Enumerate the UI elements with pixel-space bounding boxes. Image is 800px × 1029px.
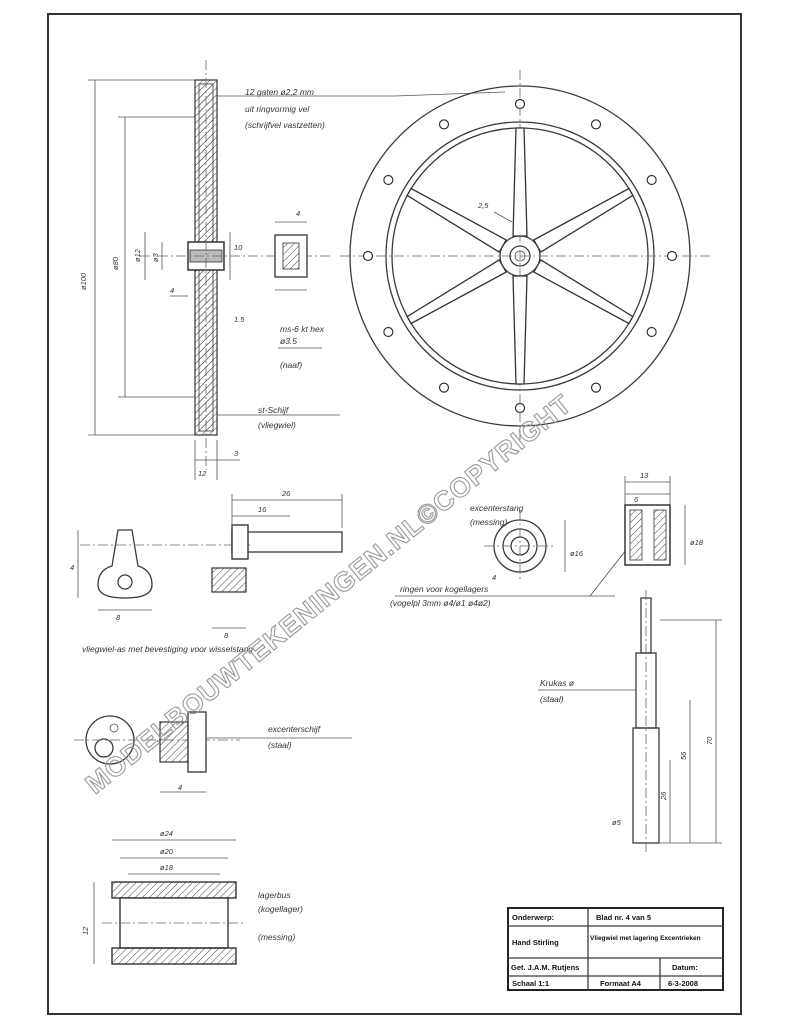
axle-detail: 70 56 26 ø5 Krukas ø (staal) <box>538 590 722 855</box>
rim-hole <box>590 119 602 130</box>
caption-crank: vliegwiel-as met bevestiging voor wissel… <box>82 644 253 654</box>
flywheel-section-view: ø100 ø80 ø12 ø3 4 10 1.5 12 3 <box>79 60 330 480</box>
title-block: Onderwerp: Blad nr. 4 van 5 Hand Stirlin… <box>507 907 724 991</box>
flywheel-spoke <box>512 127 528 237</box>
dim-bottom-b: 3 <box>234 449 239 458</box>
dim-bush-top: ø24 <box>160 829 173 838</box>
dim-bottom-a: 12 <box>198 469 207 478</box>
dim-ring-a: 4 <box>492 573 496 582</box>
note-eccentric-rod: excenterstang <box>470 503 524 513</box>
flywheel-spoke <box>512 275 528 385</box>
dim-bore-b: ø3 <box>151 252 160 262</box>
note-bearing: lagerbus <box>258 890 291 900</box>
note-axle-label: Krukas ø <box>540 678 574 688</box>
note-hub-type: (naaf) <box>280 360 302 370</box>
tb-r4-mid: Formaat A4 <box>600 979 642 988</box>
note-hub-bore: ø3.5 <box>280 336 297 346</box>
dim-bush-mid: ø20 <box>160 847 174 856</box>
note-eccentric-ring-spec: (vogelpl 3mm ø4/ø1 ø4ø2) <box>390 598 491 608</box>
dim-bearing-h: ø18 <box>690 538 704 547</box>
dim-axle-dia: ø5 <box>612 818 622 827</box>
dim-disc: 4 <box>178 783 182 792</box>
note-rim-source: (schrijfvel vastzetten) <box>245 120 325 130</box>
note-rim-material: uit ringvormig vel <box>245 104 310 114</box>
note-axle-type: (staal) <box>540 694 564 704</box>
dim-ring-dia: ø16 <box>570 549 584 558</box>
tb-r1-value: Blad nr. 4 van 5 <box>596 913 651 922</box>
tb-r1-label: Onderwerp: <box>512 913 554 922</box>
note-eccentric-disc: excenterschijf <box>268 724 322 734</box>
ring-detail: ø16 4 excenterstang (messing) ringen voo… <box>390 503 631 608</box>
rim-hole <box>646 326 657 338</box>
dim-hub-w: 10 <box>234 243 243 252</box>
dim-bush-h: 12 <box>81 926 90 935</box>
dim-ecc-len: 26 <box>281 489 291 498</box>
dim-axle-low: 26 <box>659 791 668 801</box>
tb-r4-label: Schaal 1:1 <box>512 979 549 988</box>
rim-hole <box>362 250 374 262</box>
note-wheel-type: (vliegwiel) <box>258 420 296 430</box>
flywheel-front-view: 2,5 <box>340 70 710 440</box>
flywheel-spoke <box>532 259 634 325</box>
note-rim-holes: 12 gaten ø2,2 mm <box>245 87 314 97</box>
rim-hole <box>438 382 450 393</box>
tb-r2-value: Vliegwiel met lagering Excentrieken <box>590 935 701 942</box>
rim-hole <box>590 382 602 393</box>
hub-detail: 4 ms-6 kt hex ø3.5 (naaf) <box>274 209 325 370</box>
dim-ring-b: 6 <box>634 495 639 504</box>
note-eccentric-ring: ringen voor kogellagers <box>400 584 489 594</box>
dim-axle-len: 70 <box>705 736 714 745</box>
tb-r3-label: Get. J.A.M. Rutjens <box>511 963 579 972</box>
dim-inner-dia: ø80 <box>111 256 120 270</box>
eccentric-disc: 4 excenterschijf (staal) <box>74 711 352 793</box>
note-hub-material: ms-6 kt hex <box>280 324 325 334</box>
drawing-border <box>47 13 742 1015</box>
note-eccentric-disc-type: (staal) <box>268 740 292 750</box>
flywheel-spoke <box>406 259 508 325</box>
dim-bore-a: ø12 <box>133 248 142 262</box>
dim-rod-eye: 4 <box>70 563 74 572</box>
crank-assembly: 4 8 26 16 8 vliegwiel-as met bevestiging… <box>70 489 343 654</box>
rim-hole <box>666 250 678 262</box>
dim-hub-len: 4 <box>170 286 174 295</box>
flywheel-spoke <box>532 187 634 253</box>
rim-hole <box>646 174 657 186</box>
dim-axle-mid: 56 <box>679 751 688 760</box>
bearing-bush: ø24 ø20 ø18 12 lagerbus (kogellager) (me… <box>81 829 303 965</box>
dim-outer-dia: ø100 <box>79 272 88 290</box>
dim-hub-detail: 4 <box>296 209 300 218</box>
rim-notes: 12 gaten ø2,2 mm uit ringvormig vel (sch… <box>217 87 506 430</box>
dim-bush-low: ø18 <box>160 863 174 872</box>
rim-hole <box>514 98 526 110</box>
dim-spoke-width: 2,5 <box>477 201 489 210</box>
tb-r4-value: 6-3-2008 <box>668 979 698 988</box>
dim-rod-width: 8 <box>116 613 121 622</box>
bearing-block: 13 6 ø18 <box>624 471 704 566</box>
dim-ecc-a: 16 <box>258 505 267 514</box>
rim-hole <box>514 402 526 414</box>
tb-r3-value: Datum: <box>672 963 698 972</box>
rim-hole <box>383 174 394 186</box>
dim-ecc-c: 8 <box>224 631 229 640</box>
dim-gap: 1.5 <box>234 315 245 324</box>
note-wheel-material: st-Schijf <box>258 405 290 415</box>
note-bearing-type: (messing) <box>258 932 295 942</box>
tb-r2-label: Hand Stirling <box>512 938 559 947</box>
rim-hole <box>383 326 394 338</box>
rim-hole <box>438 119 450 130</box>
flywheel-spoke <box>406 187 508 253</box>
note-eccentric-rod-type: (messing) <box>470 517 507 527</box>
dim-ring-w: 13 <box>640 471 649 480</box>
note-bearing-sub: (kogellager) <box>258 904 303 914</box>
